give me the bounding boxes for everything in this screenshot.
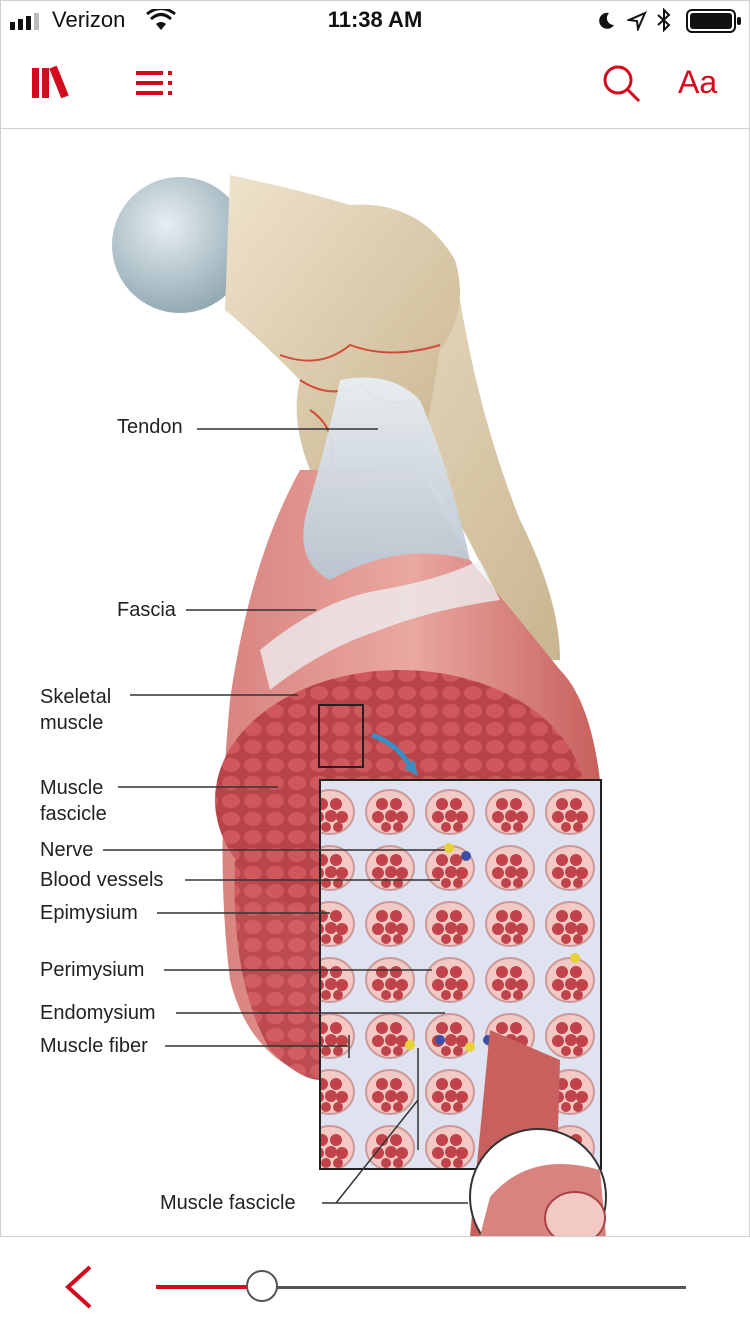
carrier-name: Verizon xyxy=(52,7,126,32)
label-nerve: Nerve xyxy=(40,839,94,861)
label-endomysium: Endomysium xyxy=(40,1002,156,1024)
slider-track xyxy=(156,1286,686,1289)
reader-toolbar: Aa xyxy=(0,40,750,129)
label-muscle-fascicle-bottom: Muscle fascicle xyxy=(160,1192,296,1214)
slider-progress-fill xyxy=(156,1285,262,1289)
bluetooth-icon xyxy=(657,8,671,32)
signal-icon xyxy=(10,13,39,30)
clock: 11:38 AM xyxy=(327,7,423,32)
page-slider[interactable] xyxy=(156,1267,686,1307)
wifi-icon xyxy=(146,9,176,30)
status-bar: Verizon 11:38 AM xyxy=(0,0,750,40)
library-icon[interactable] xyxy=(32,66,78,100)
font-size-button[interactable]: Aa xyxy=(678,64,718,100)
label-perimysium: Perimysium xyxy=(40,959,145,981)
chevron-left-icon[interactable] xyxy=(62,1265,96,1309)
list-icon[interactable] xyxy=(136,70,174,96)
figure-area: Tendon Fascia Skeletal muscle Muscle fas… xyxy=(0,129,750,1236)
label-skeletal-muscle: Skeletal muscle xyxy=(40,686,112,734)
label-fascia: Fascia xyxy=(117,599,176,621)
label-tendon: Tendon xyxy=(117,416,183,438)
page-navigation-bar xyxy=(0,1236,750,1335)
label-muscle-fiber: Muscle fiber xyxy=(40,1035,148,1057)
moon-icon xyxy=(599,12,614,29)
muscle-anatomy-illustration xyxy=(103,175,607,1236)
battery-icon xyxy=(686,9,741,33)
label-blood-vessels: Blood vessels xyxy=(40,869,164,891)
label-epimysium: Epimysium xyxy=(40,902,138,924)
location-icon xyxy=(627,11,647,31)
label-muscle-fascicle-top: Muscle fascicle xyxy=(40,777,107,825)
leader-lines xyxy=(103,428,468,1204)
search-icon[interactable] xyxy=(602,64,642,104)
slider-thumb[interactable] xyxy=(246,1270,278,1302)
